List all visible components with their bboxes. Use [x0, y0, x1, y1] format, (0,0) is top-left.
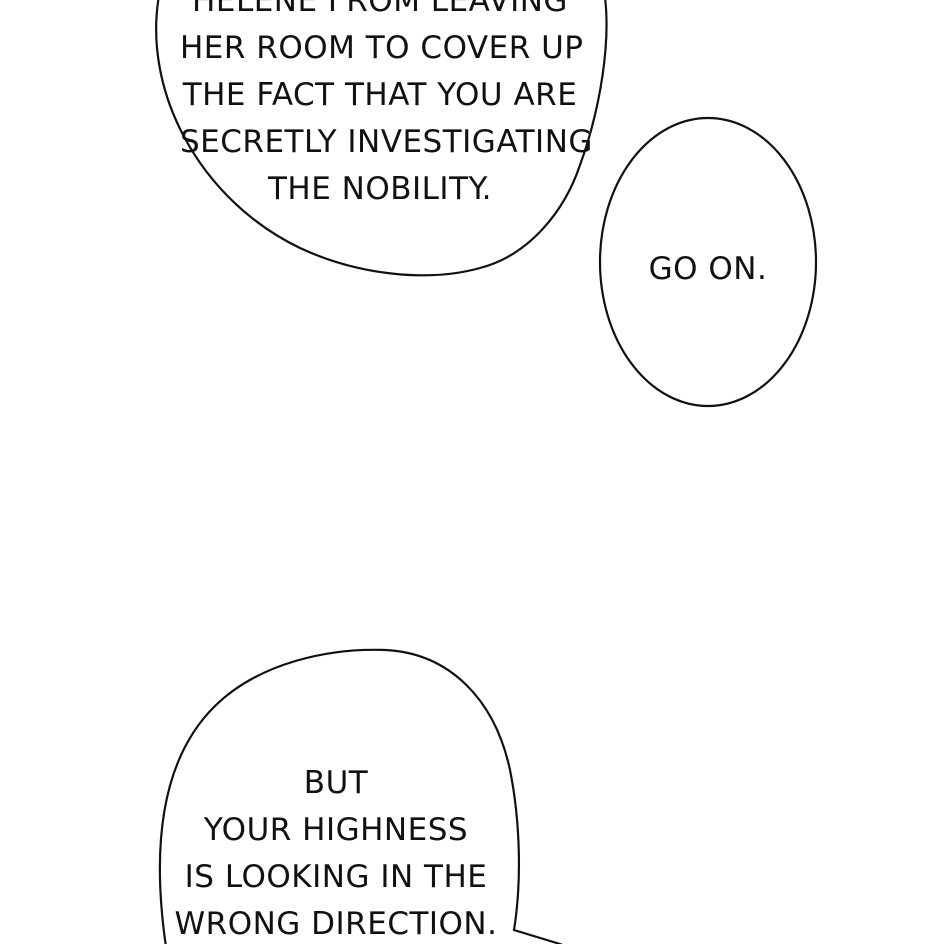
bubble-3-line-2: YOUR HIGHNESS	[203, 812, 469, 848]
bubble-1-line-5: THE NOBILITY.	[267, 171, 493, 207]
speech-bubble-3-text: BUT YOUR HIGHNESS IS LOOKING IN THE WRON…	[160, 760, 512, 948]
speech-bubble-2-outline	[598, 116, 818, 408]
bubble-3-line-4: WRONG DIRECTION.	[174, 906, 498, 942]
bubble-3-line-1: BUT	[303, 765, 369, 801]
speech-bubble-1-text: HELENE FROM LEAVING HER ROOM TO COVER UP…	[180, 0, 593, 213]
bubble-1-line-4: SECRETLY INVESTIGATING	[180, 124, 593, 160]
speech-bubble-1-outline	[155, 0, 608, 277]
speech-bubble-2-text: GO ON.	[600, 246, 816, 293]
bubble-1-line-3: THE FACT THAT YOU ARE	[182, 77, 578, 113]
bubble-1-line-1: HELENE FROM LEAVING	[192, 0, 568, 19]
bubble-2-line-1: GO ON.	[648, 251, 768, 287]
bubble-1-line-2: HER ROOM TO COVER UP	[180, 30, 584, 66]
speech-bubble-3-outline	[158, 648, 563, 944]
bubble-3-line-3: IS LOOKING IN THE	[184, 859, 488, 895]
